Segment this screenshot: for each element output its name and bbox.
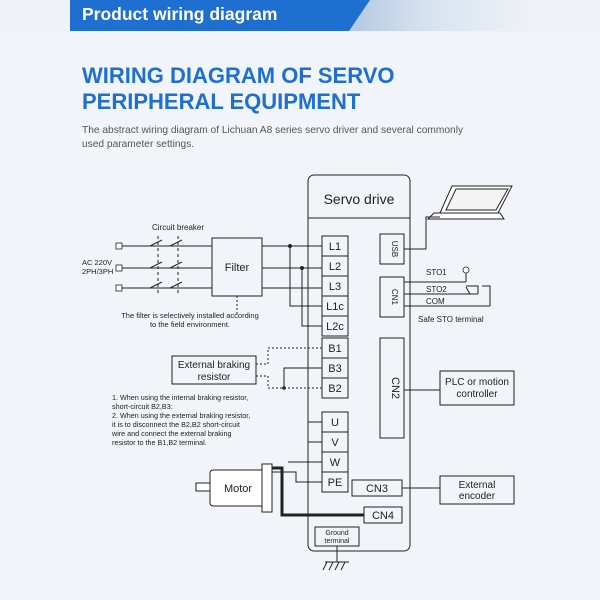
encoder-label-line-1: External bbox=[459, 480, 496, 491]
ground-label-line-2: terminal bbox=[325, 538, 350, 545]
page-title: WIRING DIAGRAM OF SERVO PERIPHERAL EQUIP… bbox=[82, 63, 552, 115]
terminal-w: W bbox=[330, 457, 341, 469]
cn1-port bbox=[379, 276, 405, 318]
laptop-icon bbox=[426, 185, 513, 220]
motor-label: Motor bbox=[224, 483, 252, 495]
junction-dots bbox=[282, 244, 304, 390]
encoder-box bbox=[439, 475, 515, 505]
cn2-port bbox=[379, 337, 405, 439]
ext-brake-label-line-1: External braking bbox=[178, 360, 250, 371]
circuit-breaker-label: Circuit breaker bbox=[152, 223, 204, 232]
external-brake-box bbox=[171, 355, 257, 385]
plc-label-line-1: PLC or motion bbox=[445, 377, 509, 388]
plc-box bbox=[439, 370, 515, 406]
terminal-l1: L1 bbox=[329, 241, 341, 253]
com-label: COM bbox=[426, 297, 445, 306]
intro-text: The abstract wiring diagram of Lichuan A… bbox=[82, 124, 522, 152]
terminal-l2c: L2c bbox=[326, 321, 344, 333]
terminal-b3: B3 bbox=[328, 363, 341, 375]
sto1-post bbox=[462, 266, 470, 274]
sto2-label: STO2 bbox=[426, 285, 447, 294]
ground-icon bbox=[322, 546, 349, 571]
header-tab bbox=[70, 0, 370, 31]
brake-note-line-6: resistor to the B1,B2 terminal. bbox=[112, 438, 207, 447]
terminal-l1c: L1c bbox=[326, 301, 344, 313]
brake-note-line-5: wire and connect the external braking bbox=[111, 429, 231, 438]
intro-line-2: used parameter settings. bbox=[82, 139, 195, 150]
filter-label: Filter bbox=[225, 262, 250, 274]
ac-label-line-1: AC 220V bbox=[82, 258, 112, 267]
sto1-label: STO1 bbox=[426, 268, 447, 277]
brake-note-line-3: 2. When using the external braking resis… bbox=[112, 411, 250, 420]
header-title: Product wiring diagram bbox=[82, 4, 278, 24]
power-input-posts bbox=[115, 242, 123, 292]
page-title-line-2: PERIPHERAL EQUIPMENT bbox=[82, 89, 361, 114]
brake-note-line-1: 1. When using the internal braking resis… bbox=[112, 393, 248, 402]
ground-label-line-1: Ground bbox=[325, 530, 348, 537]
intro-line-1: The abstract wiring diagram of Lichuan A… bbox=[82, 125, 464, 136]
circuit-breaker-symbol bbox=[157, 236, 179, 296]
safe-sto-label: Safe STO terminal bbox=[418, 315, 484, 324]
terminal-b1: B1 bbox=[328, 343, 341, 355]
terminal-pe: PE bbox=[328, 477, 343, 489]
brake-note-line-2: short-circuit B2,B3: bbox=[112, 402, 173, 411]
cn3-label: CN3 bbox=[366, 483, 388, 495]
filter-note-line-2: to the field environment. bbox=[150, 320, 230, 329]
brake-note-line-4: it is to disconnect the B2,B2 short-circ… bbox=[112, 420, 240, 429]
cn2-label: CN2 bbox=[389, 377, 401, 399]
servo-drive-title: Servo drive bbox=[324, 191, 395, 207]
servo-drive-body bbox=[307, 174, 411, 552]
page-title-line-1: WIRING DIAGRAM OF SERVO bbox=[82, 63, 395, 88]
terminal-u: U bbox=[331, 417, 339, 429]
filter-note-line-1: The filter is selectively installed acco… bbox=[121, 311, 259, 320]
terminal-l3: L3 bbox=[329, 281, 341, 293]
cn4-label: CN4 bbox=[372, 510, 394, 522]
ext-brake-label-line-2: resistor bbox=[198, 372, 231, 383]
terminal-b2: B2 bbox=[328, 383, 341, 395]
usb-label: USB bbox=[390, 241, 399, 257]
terminal-v: V bbox=[331, 437, 339, 449]
motor-icon bbox=[195, 463, 273, 513]
encoder-label-line-2: encoder bbox=[459, 491, 496, 502]
ac-label-line-2: 2PH/3PH bbox=[82, 267, 113, 276]
plc-label-line-2: controller bbox=[456, 389, 498, 400]
terminal-l2: L2 bbox=[329, 261, 341, 273]
cn1-label: CN1 bbox=[390, 289, 399, 306]
